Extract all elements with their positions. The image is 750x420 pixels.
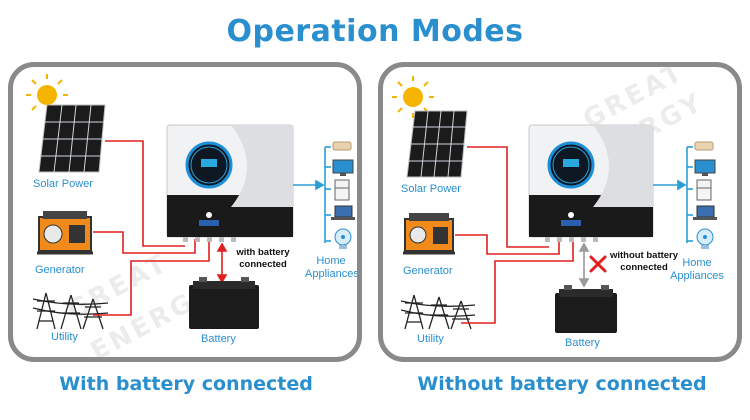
home-appliances-label: Home Appliances <box>305 255 359 280</box>
diagram-right <box>392 76 717 333</box>
dc-wire-lines <box>93 140 210 316</box>
inverter-icon <box>166 124 294 242</box>
battery-icon <box>189 277 259 329</box>
home-appliances-label: Home Appliances <box>670 257 724 282</box>
utility-tower-icon <box>400 294 476 330</box>
caption-with-battery: With battery connected <box>59 373 313 395</box>
diagram-left <box>26 74 355 330</box>
light-icon <box>694 141 714 151</box>
dc-wire-lines <box>455 146 574 324</box>
light-icon <box>332 141 352 151</box>
fan-icon <box>696 228 714 249</box>
battery-icon <box>555 285 617 333</box>
page-title: Operation Modes <box>226 14 524 49</box>
battery-connection-arrow <box>578 242 590 288</box>
tv-icon <box>694 159 716 176</box>
battery-status-note: with battery connected <box>236 247 290 270</box>
solar-power-label: Solar Power <box>33 178 93 190</box>
utility-label: Utility <box>51 331 78 343</box>
generator-label: Generator <box>403 265 453 277</box>
utility-label: Utility <box>417 333 444 345</box>
laptop-icon <box>693 205 717 220</box>
laptop-icon <box>331 205 355 220</box>
battery-label: Battery <box>201 333 236 345</box>
panel-without-battery: GREAT ENERGY <box>378 62 742 362</box>
generator-icon <box>37 211 93 255</box>
ac-output-line <box>653 146 693 243</box>
battery-connection-arrow <box>216 242 228 284</box>
solar-panel-icon <box>38 104 106 173</box>
tv-icon <box>332 159 354 176</box>
generator-icon <box>403 213 455 255</box>
panel-with-battery: GREAT ENERGY <box>8 62 362 362</box>
generator-label: Generator <box>35 264 85 276</box>
solar-power-label: Solar Power <box>401 183 461 195</box>
fridge-icon <box>334 179 350 201</box>
sun-icon <box>392 76 434 118</box>
ac-output-line <box>293 146 331 243</box>
disconnect-x-icon <box>589 255 607 273</box>
caption-without-battery: Without battery connected <box>417 373 707 395</box>
solar-panel-icon <box>406 110 468 178</box>
utility-tower-icon <box>32 292 109 330</box>
fan-icon <box>334 228 352 249</box>
sun-icon <box>26 74 68 116</box>
battery-label: Battery <box>565 337 600 349</box>
battery-status-note: without battery connected <box>609 250 679 273</box>
fridge-icon <box>696 179 712 201</box>
inverter-icon <box>528 124 654 242</box>
